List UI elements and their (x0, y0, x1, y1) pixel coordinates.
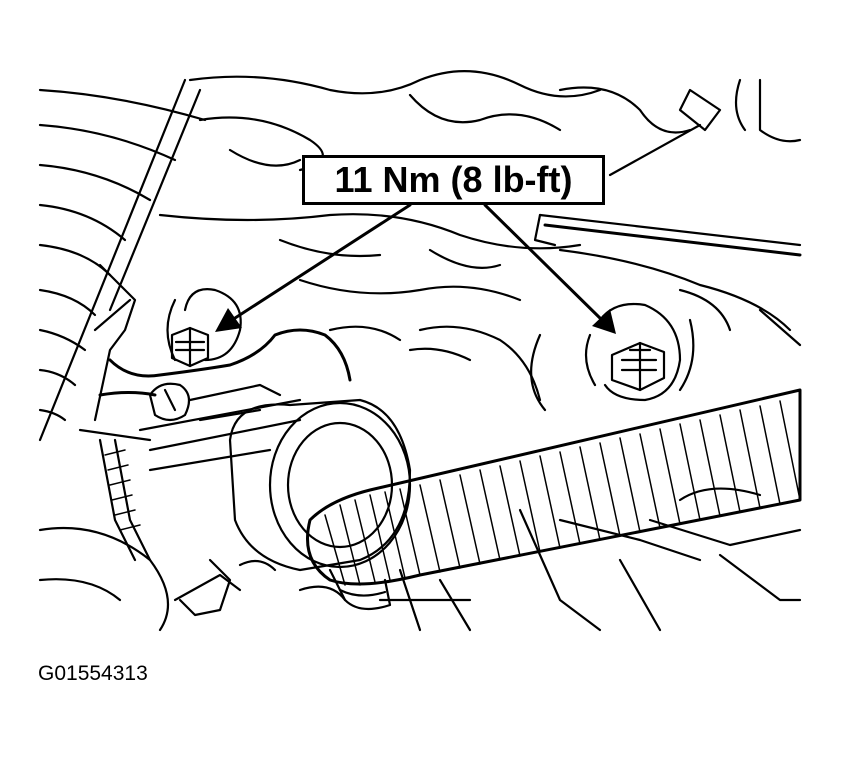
wire-harness (98, 328, 352, 397)
torque-label: 11 Nm (8 lb-ft) (334, 159, 573, 200)
left-stud-nut (170, 326, 210, 368)
callout-arrows (215, 203, 616, 334)
canister (228, 398, 412, 611)
arrow-head-left (215, 308, 242, 332)
right-stud-nut (610, 341, 666, 392)
corrugated-hose (306, 388, 802, 586)
figure-id: G01554313 (38, 662, 148, 685)
arrow-head-right (592, 309, 616, 334)
torque-callout: 11 Nm (8 lb-ft) (302, 155, 605, 205)
engine-background-outline (38, 70, 802, 632)
